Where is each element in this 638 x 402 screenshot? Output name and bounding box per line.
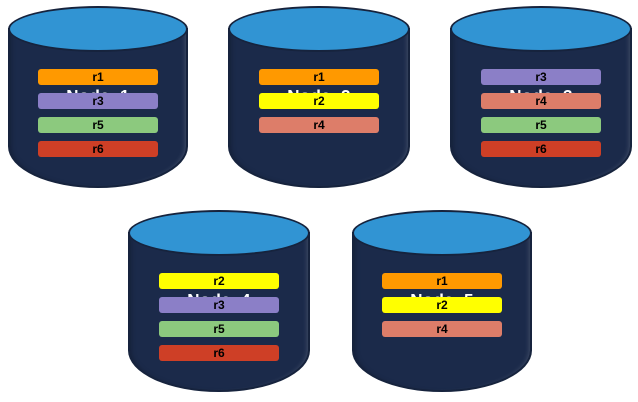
replica-label: r5 xyxy=(213,322,225,336)
replica-label: r1 xyxy=(313,70,325,84)
replica-label: r6 xyxy=(535,142,547,156)
replica-bar[interactable]: r2 xyxy=(259,93,379,109)
replica-label: r1 xyxy=(436,274,448,288)
replica-bar[interactable]: r3 xyxy=(481,69,601,85)
replica-bar[interactable]: r6 xyxy=(481,141,601,157)
replica-list: r2 r3 r5 r6 xyxy=(128,273,310,361)
replica-label: r6 xyxy=(92,142,104,156)
node-cylinder-top-icon xyxy=(228,6,410,52)
database-node-5[interactable]: Node 5r1r2r4 xyxy=(352,210,532,392)
node-cylinder-top-icon xyxy=(450,6,632,52)
replica-label: r2 xyxy=(313,94,325,108)
replica-bar[interactable]: r5 xyxy=(159,321,279,337)
replica-bar[interactable]: r2 xyxy=(159,273,279,289)
node-cylinder-top-icon xyxy=(8,6,188,52)
replica-bar[interactable]: r2 xyxy=(382,297,502,313)
replica-label: r1 xyxy=(92,70,104,84)
replica-label: r3 xyxy=(213,298,225,312)
replica-bar[interactable]: r4 xyxy=(259,117,379,133)
replica-label: r4 xyxy=(535,94,547,108)
node-cylinder-top-icon xyxy=(352,210,532,256)
replica-label: r4 xyxy=(436,322,448,336)
replica-bar[interactable]: r1 xyxy=(38,69,158,85)
replica-bar[interactable]: r6 xyxy=(38,141,158,157)
replica-bar[interactable]: r1 xyxy=(259,69,379,85)
node-cylinder-top-icon xyxy=(128,210,310,256)
node-cylinder-body xyxy=(450,28,632,188)
database-node-3[interactable]: Node 3r3r4r5r6 xyxy=(450,6,632,188)
database-node-1[interactable]: Node 1r1r3r5r6 xyxy=(8,6,188,188)
replica-bar[interactable]: r3 xyxy=(38,93,158,109)
replica-label: r2 xyxy=(213,274,225,288)
replica-label: r6 xyxy=(213,346,225,360)
replica-label: r5 xyxy=(92,118,104,132)
replica-bar[interactable]: r5 xyxy=(481,117,601,133)
replica-bar[interactable]: r5 xyxy=(38,117,158,133)
replica-bar[interactable]: r6 xyxy=(159,345,279,361)
replica-label: r4 xyxy=(313,118,325,132)
replica-list: r1 r2 r4 xyxy=(228,69,410,133)
replica-label: r2 xyxy=(436,298,448,312)
database-node-2[interactable]: Node 2r1r2r4 xyxy=(228,6,410,188)
replica-bar[interactable]: r3 xyxy=(159,297,279,313)
replica-list: r1 r3 r5 r6 xyxy=(8,69,188,157)
replica-label: r3 xyxy=(535,70,547,84)
replica-list: r1 r2 r4 xyxy=(352,273,532,337)
replica-bar[interactable]: r4 xyxy=(481,93,601,109)
database-node-4[interactable]: Node 4r2r3r5r6 xyxy=(128,210,310,392)
replica-bar[interactable]: r4 xyxy=(382,321,502,337)
replica-label: r5 xyxy=(535,118,547,132)
replica-label: r3 xyxy=(92,94,104,108)
replica-bar[interactable]: r1 xyxy=(382,273,502,289)
replica-list: r3 r4 r5 r6 xyxy=(450,69,632,157)
